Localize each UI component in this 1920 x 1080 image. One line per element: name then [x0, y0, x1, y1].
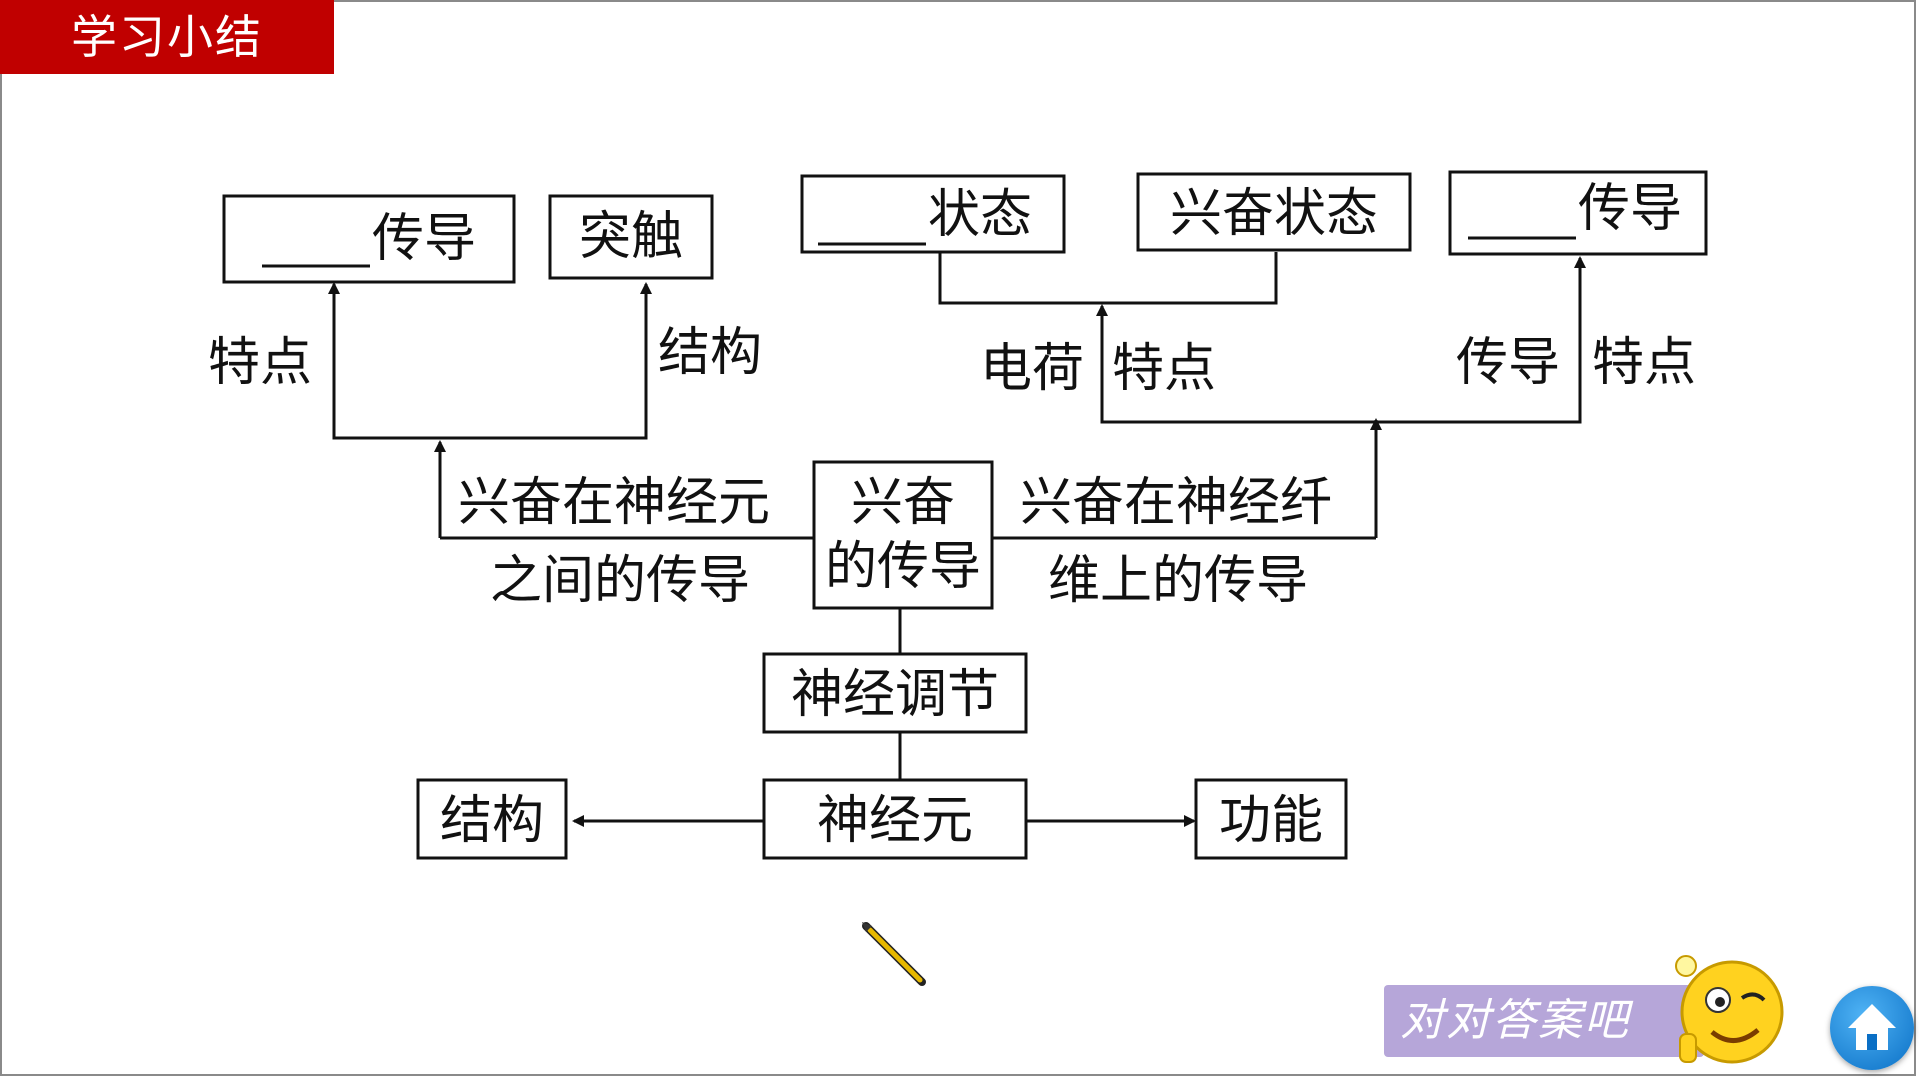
svg-text:的传导: 的传导: [825, 537, 981, 597]
label-trait-mid: 特点: [1112, 339, 1216, 399]
node-structure: 结构: [416, 778, 568, 860]
svg-text:结构: 结构: [440, 791, 544, 851]
label-on-fiber-2: 维上的传导: [1048, 551, 1308, 611]
label-on-fiber-1: 兴奋在神经纤: [1020, 473, 1332, 533]
node-conduct-blank-right: 传导: [1448, 170, 1708, 256]
svg-text:传导: 传导: [1578, 179, 1682, 239]
label-charge: 电荷: [980, 339, 1084, 399]
node-function: 功能: [1194, 778, 1348, 860]
smiley-icon: [1675, 955, 1784, 1064]
svg-text:神经元: 神经元: [817, 791, 973, 851]
svg-text:突触: 突触: [579, 207, 683, 267]
check-answer-button[interactable]: 对对答案吧: [1384, 985, 1704, 1057]
svg-text:功能: 功能: [1219, 791, 1323, 851]
svg-text:神经调节: 神经调节: [791, 665, 999, 725]
svg-text:兴奋: 兴奋: [851, 473, 955, 533]
pencil-icon: [862, 922, 926, 986]
home-button[interactable]: [1830, 986, 1914, 1070]
label-trait-right: 特点: [1592, 333, 1696, 393]
node-excitation-conduction: 兴奋 的传导: [812, 460, 994, 610]
node-state-blank: 状态: [800, 174, 1066, 254]
connectors: [328, 252, 1586, 827]
node-neuron: 神经元: [762, 778, 1028, 860]
svg-text:状态: 状态: [928, 185, 1032, 245]
node-synapse: 突触: [548, 194, 714, 280]
label-conduct-mid: 传导: [1456, 333, 1560, 393]
home-icon: [1848, 1004, 1896, 1050]
label-trait-left: 特点: [208, 333, 312, 393]
label-structure-left: 结构: [658, 323, 762, 383]
svg-text:传导: 传导: [372, 209, 476, 269]
node-excited-state: 兴奋状态: [1136, 172, 1412, 252]
label-between-neurons-1: 兴奋在神经元: [458, 473, 770, 533]
label-between-neurons-2: 之间的传导: [490, 551, 750, 611]
title-banner: 学习小结: [0, 0, 334, 74]
node-neural-regulation: 神经调节: [762, 652, 1028, 734]
node-conduct-blank-left: 传导: [222, 194, 516, 284]
svg-text:兴奋状态: 兴奋状态: [1170, 184, 1378, 244]
